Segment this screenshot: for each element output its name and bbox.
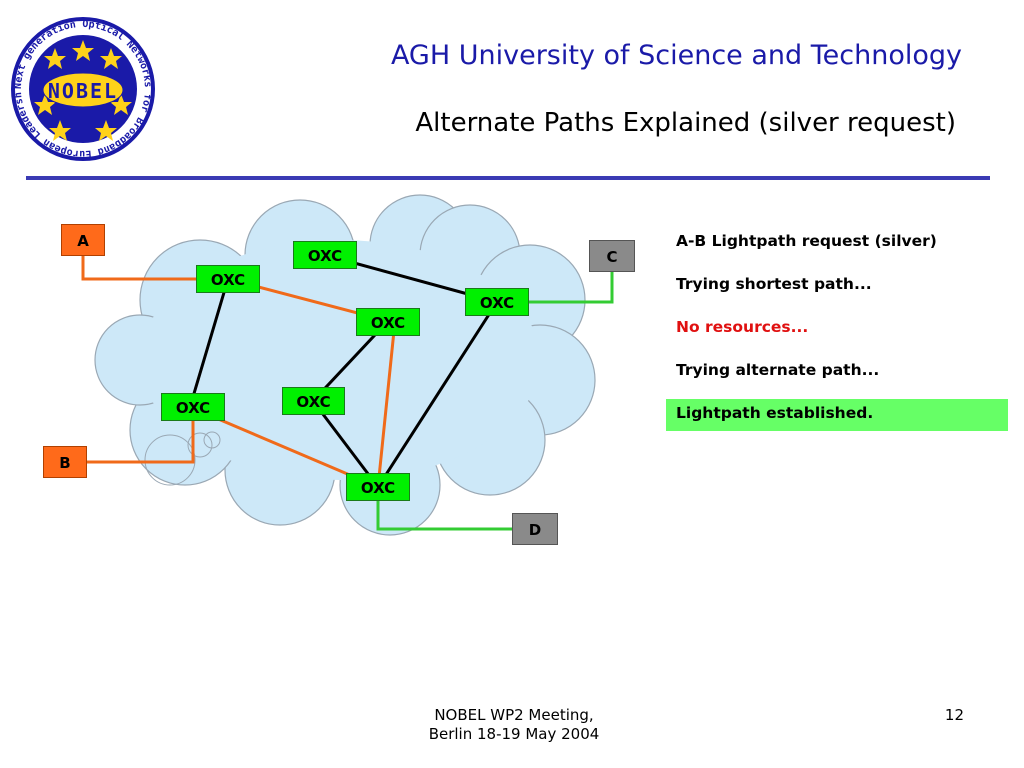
oxc-node-left-top: OXC	[196, 265, 260, 293]
oxc-node-top: OXC	[293, 241, 357, 269]
endpoint-d: D	[512, 513, 558, 545]
step-no-resources: No resources...	[676, 318, 809, 336]
header-divider	[26, 176, 990, 180]
oxc-node-right: OXC	[465, 288, 529, 316]
footer-line-1: NOBEL WP2 Meeting,	[434, 706, 594, 724]
oxc-node-mid: OXC	[282, 387, 345, 415]
footer-line-2: Berlin 18-19 May 2004	[428, 725, 600, 743]
page-number: 12	[944, 706, 964, 724]
access-links	[376, 258, 614, 531]
endpoint-c: C	[589, 240, 635, 272]
endpoint-b: B	[43, 446, 87, 478]
university-title: AGH University of Science and Technology	[390, 40, 962, 71]
oxc-node-center: OXC	[356, 308, 420, 336]
slide-title: Alternate Paths Explained (silver reques…	[415, 108, 956, 138]
oxc-node-bottom: OXC	[346, 473, 410, 501]
step-established: Lightpath established.	[666, 399, 1008, 431]
step-list: A-B Lightpath request (silver) Trying sh…	[666, 227, 1008, 442]
step-request: A-B Lightpath request (silver)	[676, 232, 937, 250]
footer-meeting: NOBEL WP2 Meeting, Berlin 18-19 May 2004	[404, 706, 624, 744]
oxc-node-left-bottom: OXC	[161, 393, 225, 421]
nobel-logo: Next generation Optical Networks for Bro…	[8, 14, 155, 161]
logo-center-text: NOBEL	[48, 79, 118, 103]
endpoint-a: A	[61, 224, 105, 256]
step-shortest-path: Trying shortest path...	[676, 275, 872, 293]
step-alternate-path: Trying alternate path...	[676, 361, 880, 379]
